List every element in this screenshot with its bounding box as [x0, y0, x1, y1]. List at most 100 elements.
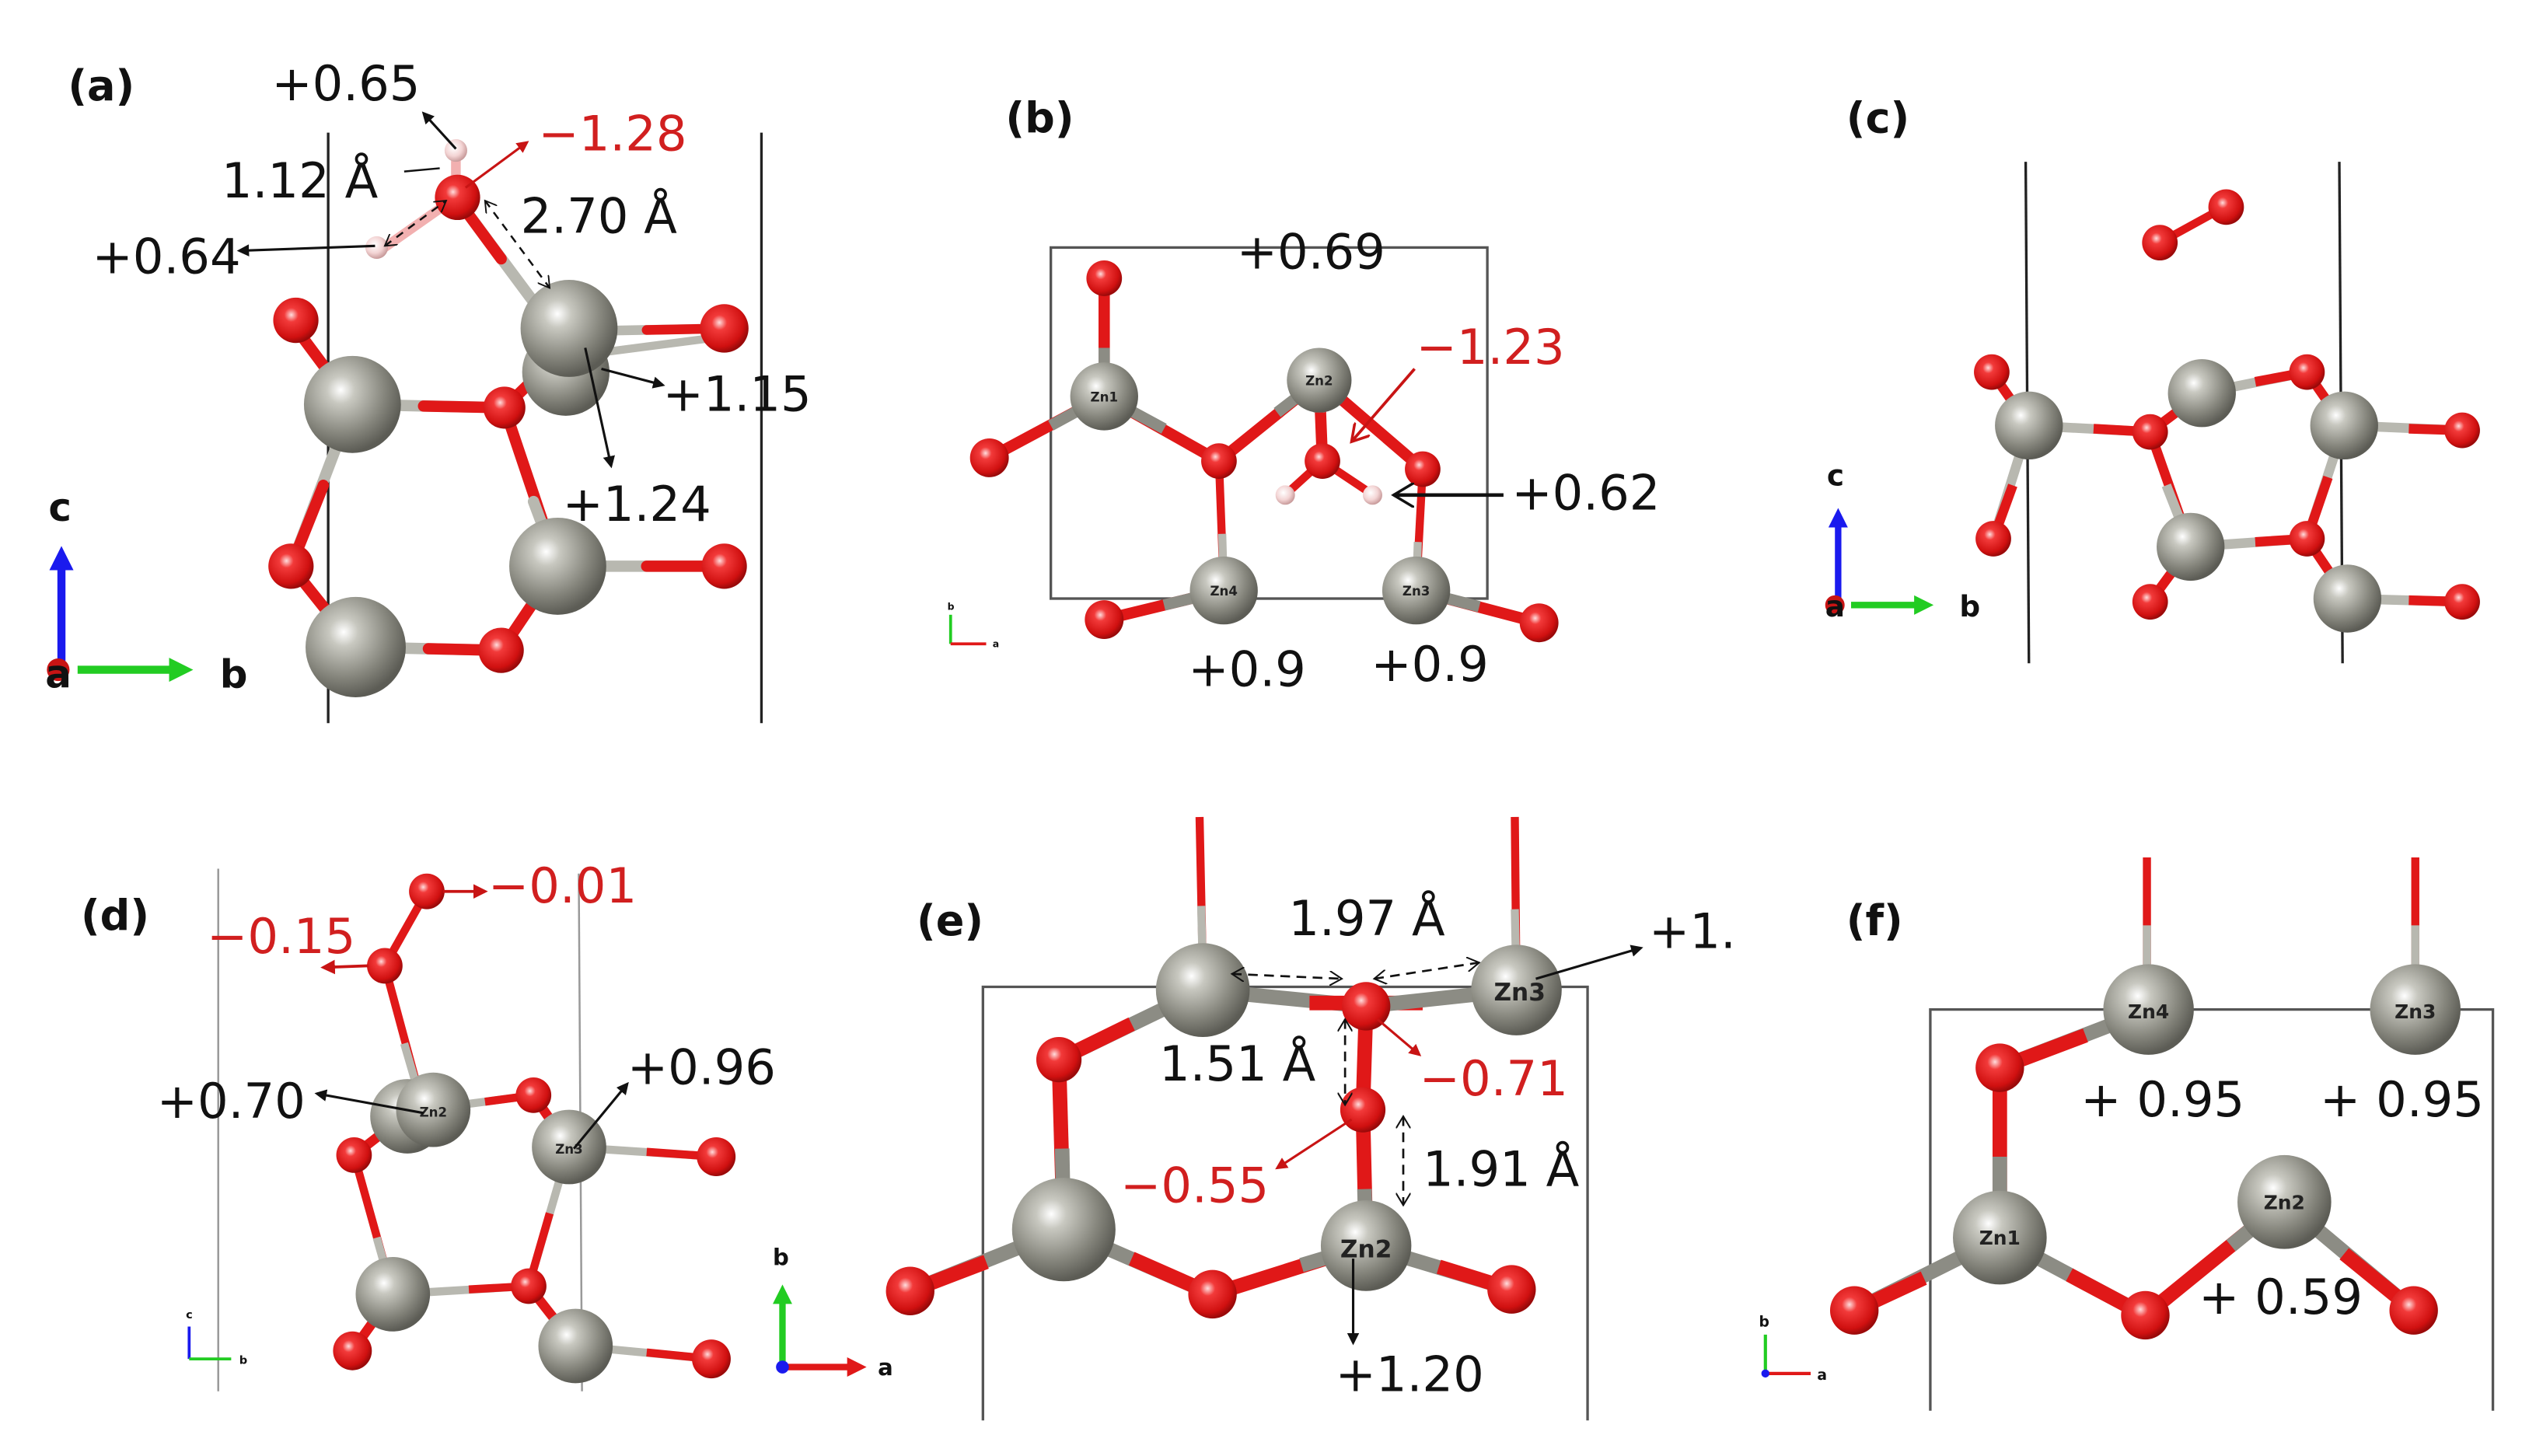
o-atom — [700, 304, 749, 353]
o-atom — [268, 543, 314, 589]
o-atom — [692, 1339, 731, 1379]
axis-a-origin — [47, 658, 70, 682]
charge-label-zn-a: +1.15 — [663, 366, 812, 423]
distance-marker — [485, 201, 550, 288]
o2-atom — [2208, 189, 2244, 225]
charge-label-zn3: + 0.95 — [2320, 1071, 2484, 1128]
axis-a-label: a — [993, 637, 999, 649]
atoms — [268, 138, 749, 697]
zn2-atom — [396, 1072, 471, 1147]
axis-a-label: a — [1825, 589, 1845, 623]
annotations: +0.69 −1.23 +0.62 +0.9 +0.9 — [1188, 223, 1660, 697]
zn-atom-label: Zn3 — [2395, 1000, 2436, 1023]
charge-label-zn2: + 0.59 — [2199, 1269, 2363, 1325]
zn-atom — [355, 1257, 431, 1332]
charge-arrows — [314, 884, 629, 1150]
bond-length-o-o: 1.51 Å — [1159, 1035, 1316, 1092]
panel-c: (c) — [1825, 94, 2480, 664]
axis-b-label: b — [1759, 1315, 1769, 1331]
o-atom — [697, 1137, 736, 1176]
o-atom — [1305, 443, 1340, 480]
axis-a-origin — [1825, 595, 1845, 615]
atoms: Zn1 Zn2 Zn4 Zn3 — [969, 260, 1559, 643]
arrow-icon — [320, 959, 369, 975]
zn-atom — [520, 280, 618, 377]
zn-atom — [2157, 512, 2225, 581]
charge-label-zn4: + 0.95 — [2080, 1071, 2244, 1128]
o-atom — [2132, 584, 2168, 620]
axis-b-label: b — [220, 651, 248, 697]
zn-atom-label: Zn2 — [2264, 1191, 2305, 1213]
o-atom — [1975, 521, 2011, 557]
charge-label-zn-b: +1.24 — [563, 476, 711, 532]
arrow-icon — [1275, 1118, 1353, 1170]
charge-label-h: +0.62 — [1511, 465, 1660, 522]
zn-atom-label: Zn2 — [1305, 374, 1333, 389]
o2-atom — [2142, 225, 2178, 261]
distance-marker — [1375, 962, 1479, 979]
o-atom — [515, 1077, 552, 1113]
distance-markers — [1232, 962, 1479, 1205]
charge-label-top: +0.69 — [1237, 223, 1385, 280]
distance-marker — [1232, 974, 1342, 979]
h-atom — [1275, 485, 1295, 505]
o-atom — [273, 297, 319, 344]
zn-atom-label: Zn3 — [1493, 979, 1546, 1007]
arrow-icon — [1535, 944, 1643, 980]
charge-label-o-bottom: −0.55 — [1120, 1157, 1269, 1213]
o-atom — [1405, 451, 1441, 487]
o-atom — [2289, 354, 2325, 390]
o-atom — [483, 386, 526, 429]
h-atom — [444, 138, 467, 162]
axis-c-label: c — [186, 1308, 193, 1322]
o-atom — [1519, 603, 1559, 643]
axis-triad: b a — [948, 601, 1000, 650]
bond-length-zn-o-top: 1.97 Å — [1288, 890, 1445, 947]
bond-length-o-zn2: 1.91 Å — [1423, 1140, 1580, 1197]
axis-b-label: b — [1959, 589, 1980, 623]
o2-atom — [409, 873, 445, 910]
o-atom — [2444, 584, 2480, 620]
zn-atom — [509, 517, 606, 615]
charge-label-o-top: −0.71 — [1420, 1050, 1568, 1107]
o-atom — [1974, 354, 2010, 390]
charge-label-h-left: +0.64 — [93, 229, 241, 285]
o-atom — [333, 1331, 372, 1370]
zn1-atom — [1070, 362, 1138, 431]
zn-atom-label: Zn3 — [1402, 584, 1430, 599]
o-atom — [1829, 1286, 1879, 1335]
zn3-atom — [1382, 556, 1451, 625]
charge-label-o-top: −0.01 — [488, 857, 637, 914]
arrow-icon — [584, 347, 615, 469]
arrow-icon — [573, 1081, 629, 1150]
axis-triad: b a — [772, 1244, 893, 1381]
zn-atom — [1155, 943, 1250, 1037]
zn4-atom — [1189, 556, 1258, 625]
axis-b-label: b — [239, 1353, 247, 1367]
annotations: +0.65 −1.28 1.12 Å 2.70 Å +0.64 +1.15 +1… — [93, 55, 812, 532]
o2-atom — [367, 948, 403, 984]
o-atom — [511, 1268, 547, 1304]
charge-label-zn2: +0.70 — [157, 1073, 306, 1130]
axis-c-origin — [776, 1360, 789, 1374]
zn-atom — [1995, 391, 2063, 460]
charge-label-o: −1.28 — [538, 106, 686, 162]
atoms — [1974, 189, 2480, 633]
o-atom — [1201, 443, 1237, 480]
axis-triad: c a b — [45, 485, 247, 697]
leader-line — [403, 167, 440, 173]
o-atom — [2389, 1286, 2438, 1335]
bond-length-o-zn: 2.70 Å — [521, 188, 678, 245]
axis-c-label: c — [48, 485, 72, 530]
atoms: Zn4 Zn3 Zn1 Zn2 — [1829, 964, 2461, 1340]
h-atom — [365, 236, 389, 259]
o-atom — [336, 1137, 372, 1173]
axis-c-label: c — [1827, 458, 1844, 492]
arrow-icon — [601, 367, 665, 389]
o-atom — [2121, 1290, 2170, 1340]
panel-d: (d) — [81, 857, 776, 1391]
zn-atom — [303, 355, 401, 453]
o-atom — [1188, 1269, 1237, 1319]
charge-arrows — [1351, 368, 1504, 494]
